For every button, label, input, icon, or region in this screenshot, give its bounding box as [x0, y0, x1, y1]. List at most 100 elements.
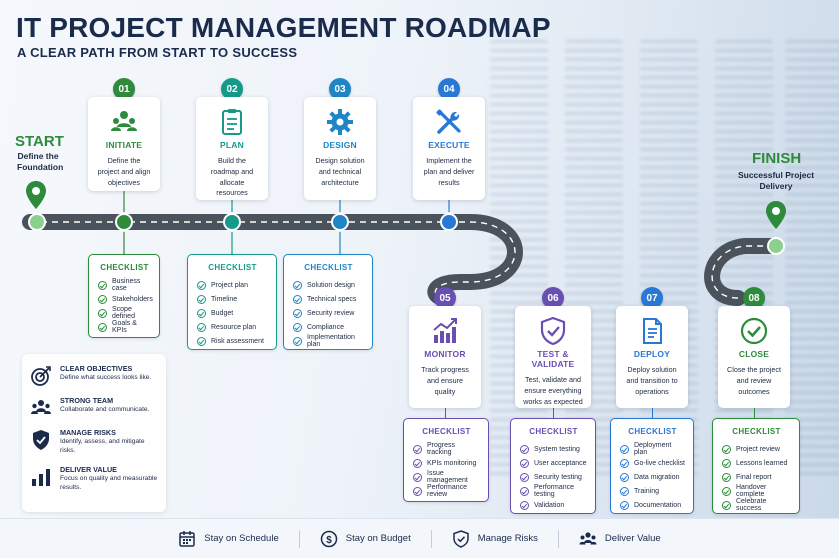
- start-pin-icon: [26, 181, 46, 209]
- list-item: Goals & KPIs: [98, 320, 151, 334]
- list-item: System testing: [520, 442, 587, 456]
- list-item: Validation: [520, 498, 587, 512]
- list-item: Solution design: [293, 278, 364, 292]
- shield-check-icon: [540, 316, 566, 346]
- shield-check-icon: [452, 529, 469, 548]
- list-item: Handover complete: [722, 484, 791, 498]
- phase-card-plan[interactable]: PLAN Build the roadmap and allocate reso…: [196, 97, 268, 200]
- list-item: Security testing: [520, 470, 587, 484]
- footer-item-risks: Manage Risks: [432, 529, 558, 548]
- list-item: Scope defined: [98, 306, 151, 320]
- phase-description: Close the project and review outcomes: [727, 365, 781, 396]
- footer-divider: [557, 529, 559, 548]
- phase-name: TEST & VALIDATE: [531, 349, 575, 369]
- list-item: Timeline: [197, 292, 268, 306]
- list-item: Compliance: [293, 320, 364, 334]
- footer-item-value: Deliver Value: [559, 530, 681, 548]
- footer-divider: [298, 529, 300, 548]
- phase-name: PLAN: [220, 140, 244, 150]
- list-item: Progress tracking: [413, 442, 480, 456]
- page-title: IT PROJECT MANAGEMENT ROADMAP: [16, 12, 551, 43]
- connector: [754, 408, 756, 418]
- list-item: Issue management: [413, 470, 480, 484]
- checklist-initiate: CHECKLIST Business case Stakeholders Sco…: [88, 254, 160, 338]
- shield-check-icon: [33, 430, 49, 450]
- target-icon: [31, 366, 51, 386]
- list-item: Resource plan: [197, 320, 268, 334]
- footer-item-schedule: Stay on Schedule: [158, 530, 298, 548]
- list-item: Go-live checklist: [620, 456, 685, 470]
- list-item: Final report: [722, 470, 791, 484]
- phase-card-monitor[interactable]: MONITOR Track progress and ensure qualit…: [409, 306, 481, 408]
- list-item: Technical specs: [293, 292, 364, 306]
- phase-description: Implement the plan and deliver results: [423, 156, 475, 187]
- list-item: Deployment plan: [620, 442, 685, 456]
- phase-name: MONITOR: [424, 349, 466, 359]
- list-item: Performance testing: [520, 484, 587, 498]
- start-description: Define the Foundation: [17, 151, 64, 173]
- footer-bar: Stay on Schedule $ Stay on Budget Manage…: [0, 518, 839, 558]
- phase-name: DEPLOY: [633, 349, 671, 359]
- list-item: Lessons learned: [722, 456, 791, 470]
- phase-description: Deploy solution and transition to operat…: [626, 365, 678, 396]
- connector: [652, 408, 654, 418]
- list-item: Implementation plan: [293, 334, 364, 348]
- document-icon: [643, 318, 662, 344]
- milestone-dot-start: [28, 213, 46, 231]
- phase-name: DESIGN: [323, 140, 357, 150]
- checklist-design: CHECKLIST Solution design Technical spec…: [283, 254, 373, 350]
- milestone-dot-03: [331, 213, 349, 231]
- list-item: Training: [620, 484, 685, 498]
- checklist-monitor: CHECKLIST Progress tracking KPIs monitor…: [403, 418, 489, 502]
- list-item: User acceptance: [520, 456, 587, 470]
- check-circle-icon: [740, 317, 768, 345]
- clipboard-icon: [222, 109, 242, 135]
- finish-pin-icon: [766, 201, 786, 229]
- list-item: Budget: [197, 306, 268, 320]
- list-item: Project plan: [197, 278, 268, 292]
- finish-label: FINISH: [752, 150, 802, 167]
- phase-description: Build the roadmap and allocate resources: [210, 156, 254, 198]
- list-item: Risk assessment: [197, 334, 268, 348]
- milestone-dot-02: [223, 213, 241, 231]
- bar-chart-icon: [32, 468, 50, 486]
- team-icon: [579, 531, 597, 544]
- list-item: Security review: [293, 306, 364, 320]
- page-subtitle: A CLEAR PATH FROM START TO SUCCESS: [17, 45, 298, 60]
- phase-description: Test, validate and ensure everything wor…: [523, 375, 583, 406]
- connector: [553, 408, 555, 418]
- phase-card-execute[interactable]: EXECUTE Implement the plan and deliver r…: [413, 97, 485, 200]
- list-item: Celebrate success: [722, 498, 791, 512]
- team-icon: [31, 400, 51, 414]
- list-item: Business case: [98, 278, 151, 292]
- phase-description: Design solution and technical architectu…: [315, 156, 365, 187]
- svg-text:$: $: [326, 535, 332, 546]
- milestone-dot-finish: [767, 237, 785, 255]
- footer-divider: [430, 529, 432, 548]
- phase-card-deploy[interactable]: DEPLOY Deploy solution and transition to…: [616, 306, 688, 408]
- checklist-deploy: CHECKLIST Deployment plan Go-live checkl…: [610, 418, 694, 514]
- phase-name: EXECUTE: [428, 140, 470, 150]
- milestone-dot-01: [115, 213, 133, 231]
- phase-card-design[interactable]: DESIGN Design solution and technical arc…: [304, 97, 376, 200]
- phase-card-close[interactable]: CLOSE Close the project and review outco…: [718, 306, 790, 408]
- dollar-icon: $: [320, 530, 337, 547]
- phase-description: Define the project and align objectives: [97, 156, 151, 187]
- phase-card-initiate[interactable]: INITIATE Define the project and align ob…: [88, 97, 160, 191]
- checklist-close: CHECKLIST Project review Lessons learned…: [712, 418, 800, 514]
- phase-card-test-validate[interactable]: TEST & VALIDATE Test, validate and ensur…: [515, 306, 591, 408]
- checklist-plan: CHECKLIST Project plan Timeline Budget R…: [187, 254, 277, 350]
- connector: [445, 408, 447, 418]
- finish-description: Successful Project Delivery: [737, 170, 815, 192]
- milestone-dot-04: [440, 213, 458, 231]
- list-item: Project review: [722, 442, 791, 456]
- list-item: KPIs monitoring: [413, 456, 480, 470]
- checklist-test-validate: CHECKLIST System testing User acceptance…: [510, 418, 596, 514]
- gear-icon: [327, 109, 353, 135]
- list-item: Documentation: [620, 498, 685, 512]
